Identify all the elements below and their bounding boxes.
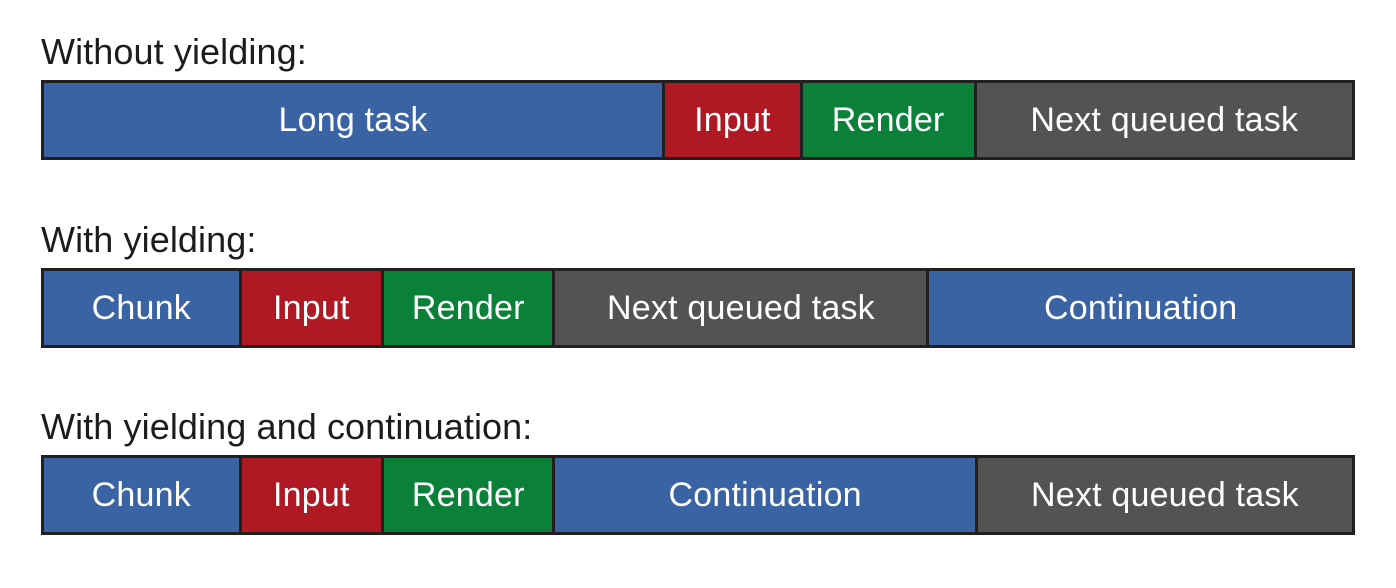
segment-render: Render [802, 83, 977, 157]
scenario-with-yielding: With yielding: Chunk Input Render Next q… [41, 218, 1355, 348]
segment-input: Input [241, 271, 385, 345]
segment-chunk: Chunk [44, 458, 242, 532]
segment-continuation: Continuation [555, 458, 978, 532]
scenario-label: Without yielding: [41, 31, 307, 72]
scenario-with-yielding-and-continuation: With yielding and continuation: Chunk In… [41, 405, 1355, 535]
scenario-label: With yielding and continuation: [41, 406, 533, 447]
scenario-without-yielding: Without yielding: Long task Input Render… [41, 30, 1355, 160]
segment-continuation: Continuation [929, 271, 1352, 345]
scenario-label: With yielding: [41, 219, 257, 260]
segment-chunk: Chunk [44, 271, 242, 345]
segment-next-queued-task: Next queued task [977, 458, 1352, 532]
segment-next-queued-task: Next queued task [976, 83, 1352, 157]
timeline-bar: Chunk Input Render Next queued task Cont… [41, 268, 1355, 348]
timeline-bar: Long task Input Render Next queued task [41, 80, 1355, 160]
segment-render: Render [384, 271, 556, 345]
segment-render: Render [384, 458, 556, 532]
segment-next-queued-task: Next queued task [555, 271, 930, 345]
segment-input: Input [665, 83, 803, 157]
segment-input: Input [241, 458, 385, 532]
segment-long-task: Long task [44, 83, 666, 157]
timeline-bar: Chunk Input Render Continuation Next que… [41, 455, 1355, 535]
